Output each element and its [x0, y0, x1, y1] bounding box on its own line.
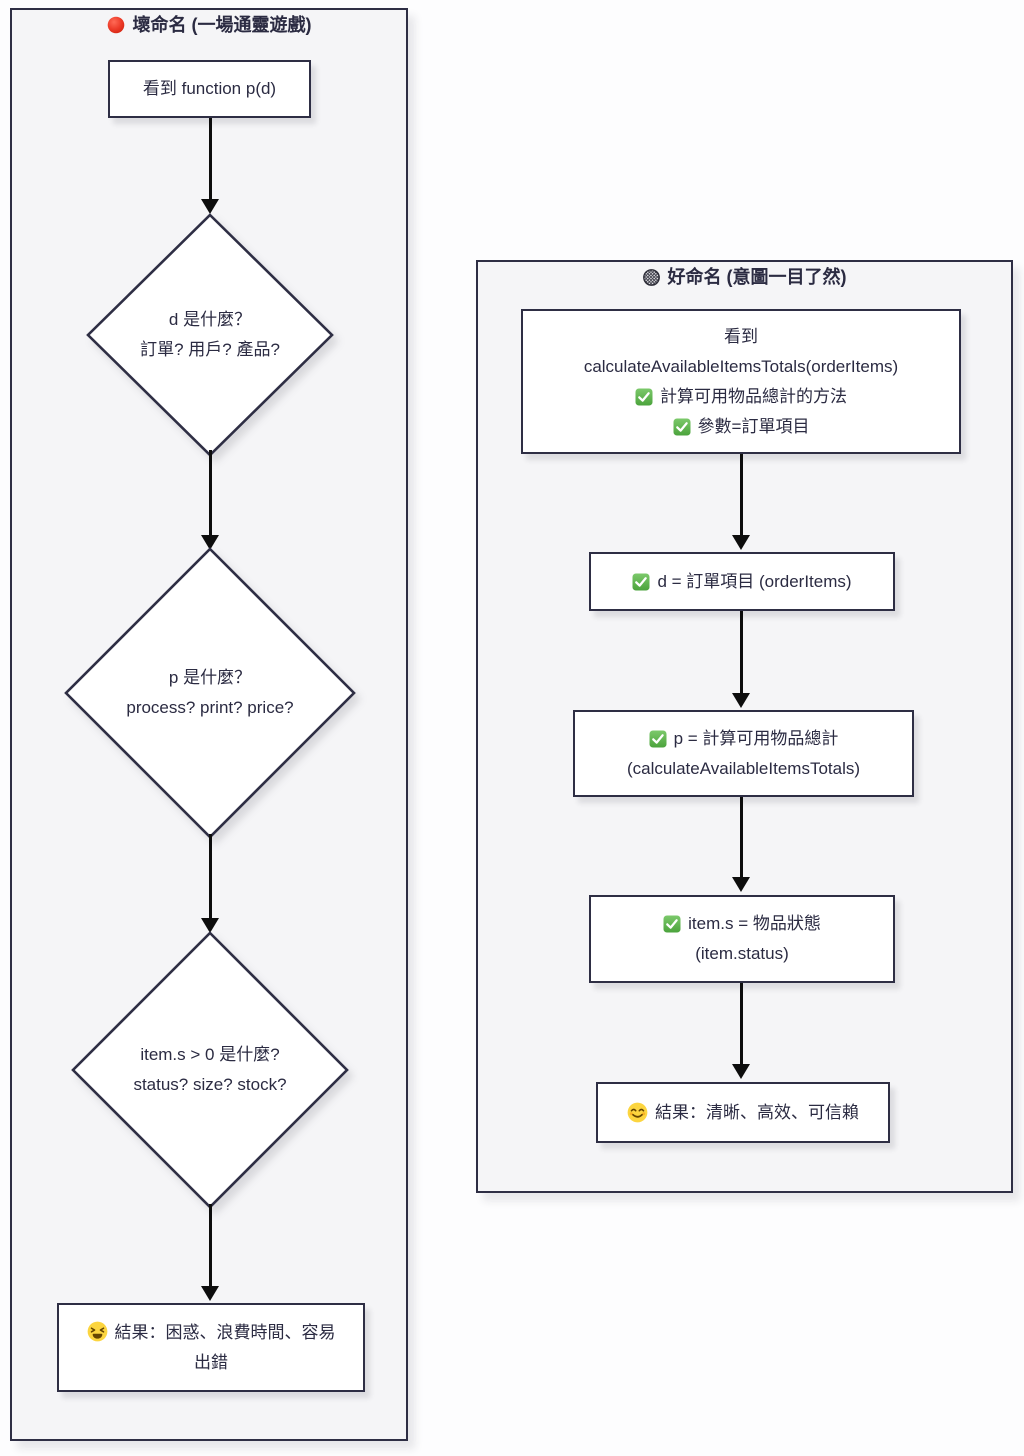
check-line: 參數=訂單項目: [673, 412, 810, 442]
smiling-face-icon: [627, 1102, 648, 1123]
arrowhead-down-icon: [732, 535, 750, 550]
flow-node-see-function: 看到 function p(d): [108, 60, 311, 118]
edge-arrow: [739, 454, 743, 536]
flow-node-items-meaning: item.s = 物品狀態 (item.status): [589, 895, 895, 983]
check-line: item.s = 物品狀態: [663, 909, 821, 939]
arrowhead-down-icon: [201, 535, 219, 550]
check-text: item.s = 物品狀態: [688, 914, 821, 933]
edge-arrow: [208, 118, 212, 200]
edge-arrow: [739, 611, 743, 694]
decision-node-what-is-d: d 是什麼？ 訂單? 用戶? 產品?: [84, 211, 336, 459]
flow-node-d-meaning: d = 訂單項目 (orderItems): [589, 552, 895, 611]
result-text: 結果：清晰、高效、可信賴: [627, 1098, 859, 1128]
red-circle-icon: [107, 16, 125, 34]
decision-node-what-is-p: p 是什麼？ process? print? price?: [62, 545, 358, 841]
flow-node-p-meaning: p = 計算可用物品總計 (calculateAvailableItemsTot…: [573, 710, 914, 797]
decision-line: d 是什麼？: [168, 310, 252, 329]
edge-arrow: [208, 834, 212, 919]
check-line: p = 計算可用物品總計: [649, 724, 839, 754]
check-text: 計算可用物品總計的方法: [660, 386, 847, 406]
good-naming-panel-title: 好命名 (意圖一目了然): [476, 264, 1013, 290]
node-text: 看到 function p(d): [142, 79, 277, 98]
arrowhead-down-icon: [732, 693, 750, 708]
decision-line: item.s > 0 是什麼?: [140, 1045, 280, 1064]
check-mark-icon: [649, 730, 667, 748]
decision-label: p 是什麼？ process? print? price?: [62, 545, 358, 841]
check-text: d = 訂單項目 (orderItems): [657, 571, 852, 591]
edge-arrow: [739, 797, 743, 878]
arrowhead-down-icon: [732, 1064, 750, 1079]
node-text-function-name: (calculateAvailableItemsTotals): [626, 758, 861, 778]
decision-label: d 是什麼？ 訂單? 用戶? 產品?: [84, 211, 336, 459]
decision-line: process? print? price?: [126, 698, 294, 717]
check-line: d = 訂單項目 (orderItems): [632, 567, 852, 597]
edge-arrow: [208, 450, 212, 536]
decision-line: status? size? stock?: [133, 1075, 287, 1094]
flow-node-bad-result: 結果：困惑、浪費時間、容易出錯: [57, 1303, 365, 1392]
arrowhead-down-icon: [201, 199, 219, 214]
result-label: 結果：困惑、浪費時間、容易出錯: [114, 1322, 336, 1372]
check-mark-icon: [673, 418, 691, 436]
node-text-function-name: calculateAvailableItemsTotals(orderItems…: [583, 356, 899, 376]
edge-arrow: [208, 1204, 212, 1287]
check-mark-icon: [632, 573, 650, 591]
arrowhead-down-icon: [201, 1286, 219, 1301]
bad-naming-panel-title: 壞命名 (一場通靈遊戲): [10, 12, 408, 38]
arrowhead-down-icon: [732, 877, 750, 892]
decision-line: p 是什麼？: [168, 668, 252, 687]
panel-title-text: 好命名 (意圖一目了然): [667, 267, 847, 287]
check-text: 參數=訂單項目: [697, 416, 810, 436]
edge-arrow: [739, 983, 743, 1065]
flow-node-see-good-function: 看到 calculateAvailableItemsTotals(orderIt…: [521, 309, 961, 454]
hatched-circle-icon: [642, 268, 660, 286]
node-text: 看到: [724, 326, 758, 346]
result-text: 結果：困惑、浪費時間、容易出錯: [59, 1318, 363, 1378]
check-mark-icon: [663, 915, 681, 933]
result-label: 結果：清晰、高效、可信賴: [655, 1102, 859, 1122]
decision-line: 訂單? 用戶? 產品?: [140, 340, 280, 359]
check-mark-icon: [635, 388, 653, 406]
flow-node-good-result: 結果：清晰、高效、可信賴: [596, 1082, 890, 1143]
decision-label: item.s > 0 是什麼? status? size? stock?: [69, 929, 351, 1211]
weary-face-icon: [87, 1321, 108, 1342]
check-line: 計算可用物品總計的方法: [635, 382, 847, 412]
node-text-function-name: (item.status): [695, 944, 789, 963]
decision-node-what-is-items: item.s > 0 是什麼? status? size? stock?: [69, 929, 351, 1211]
check-text: p = 計算可用物品總計: [673, 728, 839, 748]
arrowhead-down-icon: [201, 918, 219, 933]
panel-title-text: 壞命名 (一場通靈遊戲): [132, 15, 312, 35]
